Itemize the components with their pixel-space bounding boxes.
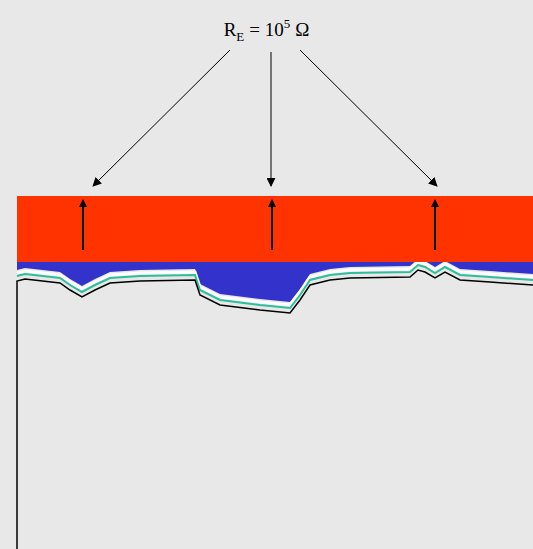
electrode-band (17, 196, 533, 262)
label-text: = 10 (249, 19, 283, 40)
leader-arrow (271, 52, 272, 186)
label-text: R (224, 19, 237, 40)
oxide-line (17, 265, 533, 308)
resistance-label: RE = 105Ω (0, 16, 533, 45)
surface-profile (17, 270, 533, 549)
current-arrow (82, 203, 84, 250)
leader-arrow (300, 50, 437, 186)
leader-arrow (93, 50, 230, 186)
label-text: Ω (295, 19, 309, 40)
interface-line (17, 262, 533, 305)
label-text: E (236, 29, 244, 44)
label-text: 5 (284, 16, 291, 31)
current-arrow (434, 203, 436, 250)
current-arrow (271, 203, 273, 250)
